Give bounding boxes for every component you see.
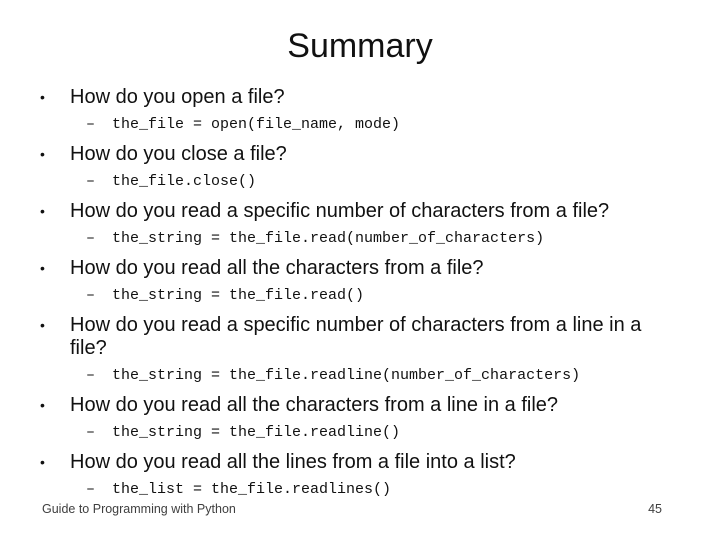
bullet-question: How do you read all the lines from a fil… <box>70 451 516 473</box>
bullet-question-row: • How do you close a file? <box>40 143 670 166</box>
code-row: – the_list = the_file.readlines() <box>40 481 670 498</box>
bullet-question: How do you open a file? <box>70 86 285 108</box>
bullet-icon: • <box>40 89 45 105</box>
dash-icon: – <box>86 173 96 190</box>
bullet-question-row: • How do you read a specific number of c… <box>40 314 670 360</box>
code-text: the_file = open(file_name, mode) <box>112 116 401 133</box>
page-number: 45 <box>648 502 662 516</box>
code-text: the_string = the_file.readline(number_of… <box>112 367 581 384</box>
dash-icon: – <box>86 481 96 498</box>
code-row: – the_string = the_file.readline(number_… <box>40 367 670 384</box>
dash-icon: – <box>86 116 96 133</box>
slide-title: Summary <box>287 27 433 65</box>
bullet-icon: • <box>40 317 45 333</box>
bullet-item-readline-n-chars: • How do you read a specific number of c… <box>40 314 670 384</box>
code-text: the_list = the_file.readlines() <box>112 481 392 498</box>
bullet-icon: • <box>40 203 45 219</box>
bullet-question: How do you close a file? <box>70 143 287 165</box>
bullet-question: How do you read all the characters from … <box>70 257 484 279</box>
bullet-question-row: • How do you open a file? <box>40 86 670 109</box>
bullet-icon: • <box>40 146 45 162</box>
bullet-item-read-n-chars: • How do you read a specific number of c… <box>40 200 670 247</box>
bullet-question-row: • How do you read all the lines from a f… <box>40 451 670 474</box>
bullet-item-open-file: • How do you open a file? – the_file = o… <box>40 86 670 133</box>
bullet-item-readline-all: • How do you read all the characters fro… <box>40 394 670 441</box>
dash-icon: – <box>86 230 96 247</box>
bullet-item-readlines-list: • How do you read all the lines from a f… <box>40 451 670 498</box>
bullet-question: How do you read a specific number of cha… <box>70 200 610 222</box>
bullet-icon: • <box>40 454 45 470</box>
bullet-question: How do you read a specific number of cha… <box>70 314 642 359</box>
dash-icon: – <box>86 287 96 304</box>
code-row: – the_string = the_file.readline() <box>40 424 670 441</box>
dash-icon: – <box>86 424 96 441</box>
bullet-icon: • <box>40 397 45 413</box>
code-text: the_string = the_file.readline() <box>112 424 401 441</box>
bullet-question-row: • How do you read all the characters fro… <box>40 257 670 280</box>
bullet-question-row: • How do you read all the characters fro… <box>40 394 670 417</box>
code-text: the_string = the_file.read() <box>112 287 365 304</box>
code-text: the_string = the_file.read(number_of_cha… <box>112 230 545 247</box>
code-row: – the_string = the_file.read(number_of_c… <box>40 230 670 247</box>
bullet-question-row: • How do you read a specific number of c… <box>40 200 670 223</box>
code-text: the_file.close() <box>112 173 257 190</box>
bullet-icon: • <box>40 260 45 276</box>
footer-text: Guide to Programming with Python <box>42 502 236 516</box>
slide-content: • How do you open a file? – the_file = o… <box>0 66 720 498</box>
bullet-question: How do you read all the characters from … <box>70 394 559 416</box>
code-row: – the_file = open(file_name, mode) <box>40 116 670 133</box>
bullet-item-close-file: • How do you close a file? – the_file.cl… <box>40 143 670 190</box>
slide-footer: Guide to Programming with Python 45 <box>42 502 662 517</box>
bullet-item-read-all-chars: • How do you read all the characters fro… <box>40 257 670 304</box>
dash-icon: – <box>86 367 96 384</box>
code-row: – the_file.close() <box>40 173 670 190</box>
code-row: – the_string = the_file.read() <box>40 287 670 304</box>
